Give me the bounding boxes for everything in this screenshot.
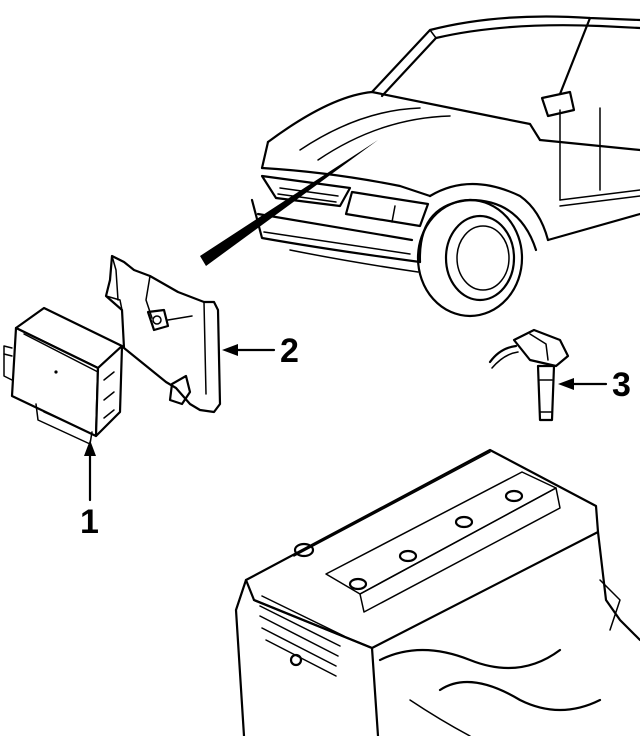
ignition-coil-illustration [488, 328, 570, 422]
callout-1: 1 [80, 440, 99, 541]
arrowhead-1 [84, 440, 96, 456]
arrowhead-3 [558, 378, 574, 390]
callout-3: 3 [558, 366, 631, 404]
callout-number-3: 3 [612, 366, 631, 404]
callout-number-1: 1 [80, 503, 99, 541]
callout-number-2: 2 [280, 332, 299, 370]
control-module-illustration [3, 306, 124, 445]
callout-2: 2 [222, 332, 299, 370]
pointer-wedge [200, 140, 378, 266]
engine-illustration [234, 448, 640, 736]
mounting-bracket-illustration [104, 254, 222, 414]
arrowhead-2 [222, 344, 238, 356]
vehicle-illustration [200, 15, 640, 318]
